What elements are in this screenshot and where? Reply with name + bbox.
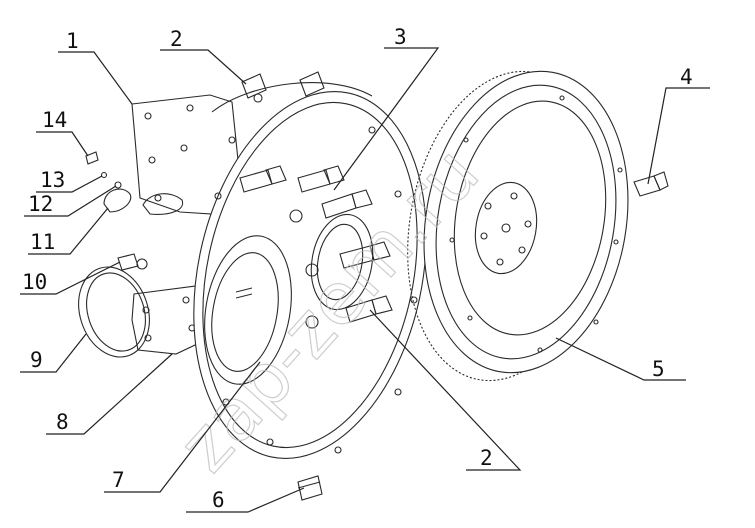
small-parts xyxy=(85,151,323,501)
callout-11: 11 xyxy=(30,230,55,254)
callout-13: 13 xyxy=(40,168,65,192)
callout-4: 4 xyxy=(680,65,693,89)
callout-2-bottom: 2 xyxy=(480,446,493,470)
callout-5: 5 xyxy=(652,357,665,381)
callout-14: 14 xyxy=(42,108,67,132)
callout-1: 1 xyxy=(66,29,79,53)
flywheel-bolt xyxy=(633,171,669,197)
callout-6: 6 xyxy=(212,488,225,512)
callout-leaders xyxy=(20,47,710,513)
callout-12: 12 xyxy=(28,192,53,216)
callout-3: 3 xyxy=(394,25,407,49)
housing-bolts xyxy=(239,71,393,323)
gasket-ring xyxy=(78,266,150,358)
callout-7: 7 xyxy=(112,468,125,492)
callout-2-top: 2 xyxy=(170,27,183,51)
callout-8: 8 xyxy=(56,410,69,434)
callout-9: 9 xyxy=(30,348,43,372)
callout-labels: 1 2 3 4 5 6 7 8 9 10 11 12 13 14 2 xyxy=(22,25,693,512)
flywheel xyxy=(407,70,629,382)
callout-10: 10 xyxy=(22,270,47,294)
flywheel-housing xyxy=(193,82,427,459)
